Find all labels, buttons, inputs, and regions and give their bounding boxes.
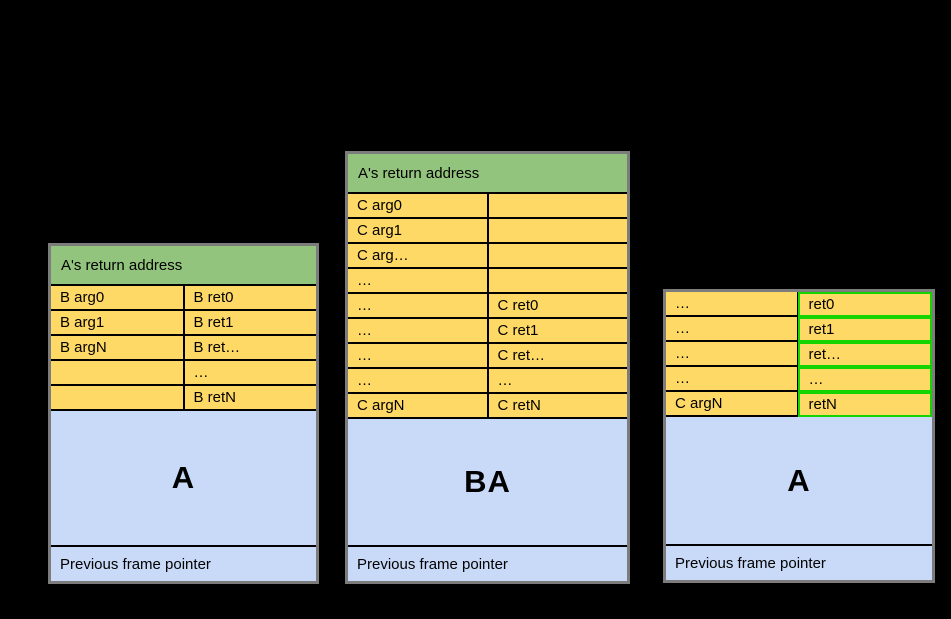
return-address-header-cell: A's return address	[348, 154, 627, 194]
stack-cell: C arg…	[348, 244, 489, 269]
table-row: C argN retN	[666, 392, 932, 417]
stack-cell: C argN	[348, 394, 489, 419]
stack-cell: …	[666, 317, 798, 342]
stack-cell: …	[488, 369, 627, 394]
table-row: C arg1	[348, 219, 627, 244]
table-row: B retN	[51, 386, 316, 411]
stack-cell: …	[348, 319, 489, 344]
stack-cell: …	[348, 269, 489, 294]
stack-cell: C retN	[488, 394, 627, 419]
stack-cell: C ret1	[488, 319, 627, 344]
table-row: … C ret0	[348, 294, 627, 319]
stack-cell	[51, 386, 185, 411]
frame-area-label: BA	[348, 419, 627, 545]
stack-cell: B arg1	[51, 311, 185, 336]
stack-cell	[488, 219, 627, 244]
stack-cell: …	[348, 344, 489, 369]
stack-cell: B arg0	[51, 286, 185, 311]
previous-frame-pointer-cell: Previous frame pointer	[51, 545, 316, 581]
table-row: … ret0	[666, 292, 932, 317]
stack-cell: B retN	[184, 386, 316, 411]
stack-cell	[488, 269, 627, 294]
previous-frame-pointer-cell: Previous frame pointer	[348, 545, 627, 581]
stack-cell: …	[666, 292, 798, 317]
table-row: B arg0 B ret0	[51, 286, 316, 311]
stack-cell	[51, 361, 185, 386]
table-row: … ret1	[666, 317, 932, 342]
stack-cell: …	[184, 361, 316, 386]
table-row: C argN C retN	[348, 394, 627, 419]
frame-area-label: A	[51, 411, 316, 545]
table-row: … …	[348, 369, 627, 394]
stack-cell	[488, 244, 627, 269]
stack-cell: B ret1	[184, 311, 316, 336]
table-row: C arg…	[348, 244, 627, 269]
table-row: …	[51, 361, 316, 386]
table-row: … ret…	[666, 342, 932, 367]
stack-cell: C argN	[666, 392, 798, 417]
stack-cell-highlighted: …	[797, 367, 932, 392]
table-row: B argN B ret…	[51, 336, 316, 361]
stack-cell: C ret0	[488, 294, 627, 319]
stack-cell: B ret…	[184, 336, 316, 361]
table-row: … …	[666, 367, 932, 392]
table-row: … C ret1	[348, 319, 627, 344]
stack-table-middle: A's return address C arg0 C arg1 C arg… …	[345, 151, 630, 584]
stack-cell-highlighted: ret…	[797, 342, 932, 367]
stack-cell: …	[666, 342, 798, 367]
table-row: C arg0	[348, 194, 627, 219]
stack-table-left: A's return address B arg0 B ret0 B arg1 …	[48, 243, 319, 584]
stack-cell-highlighted: ret1	[797, 317, 932, 342]
stack-cell: …	[348, 294, 489, 319]
table-row: … C ret…	[348, 344, 627, 369]
stack-cell: B argN	[51, 336, 185, 361]
stack-cell: C ret…	[488, 344, 627, 369]
stack-cell: B ret0	[184, 286, 316, 311]
stack-cell-highlighted: retN	[797, 392, 932, 417]
previous-frame-pointer-cell: Previous frame pointer	[666, 544, 932, 580]
stack-cell-highlighted: ret0	[797, 292, 932, 317]
return-address-header-cell: A's return address	[51, 246, 316, 286]
frame-area-label: A	[666, 417, 932, 544]
table-row: …	[348, 269, 627, 294]
stack-cell: …	[348, 369, 489, 394]
stack-cell: C arg1	[348, 219, 489, 244]
stack-cell	[488, 194, 627, 219]
stack-cell: C arg0	[348, 194, 489, 219]
table-row: B arg1 B ret1	[51, 311, 316, 336]
stack-cell: …	[666, 367, 798, 392]
stack-table-right: … ret0 … ret1 … ret… … … C argN retN A P…	[663, 289, 935, 583]
